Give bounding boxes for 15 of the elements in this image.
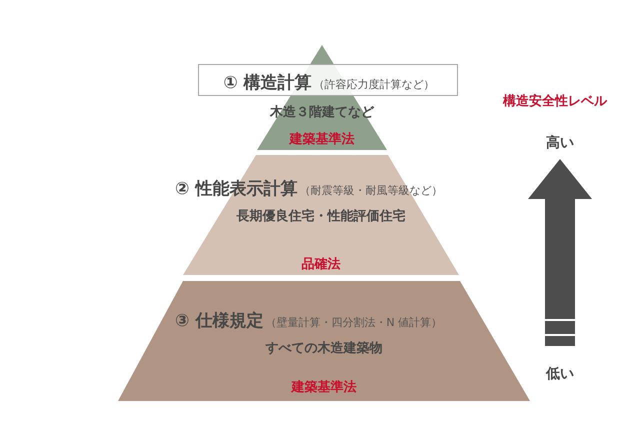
high-label: 高い [546,134,574,152]
building-scope-text: すべての木造建築物 [266,340,382,357]
method-note: （壁量計算・四分割法・N 値計算） [265,315,442,330]
law-name: 品確法 [302,256,340,273]
scale-title: 構造安全性レベル [503,92,607,110]
building-scope-text: 長期優良住宅・性能評価住宅 [236,208,406,225]
method-note: （耐震等級・耐風等級など） [299,183,442,198]
law-name: 建築基準法 [292,379,356,396]
level-heading: ② 性能表示計算 [175,178,298,200]
law-name: 建築基準法 [290,131,354,148]
method-note: （許容応力度計算など） [314,77,435,92]
level-heading: ③ 仕様規定 [175,310,264,332]
level-heading: ① 構造計算 [223,72,312,94]
heading-box [198,64,458,96]
low-label: 低い [546,365,574,383]
